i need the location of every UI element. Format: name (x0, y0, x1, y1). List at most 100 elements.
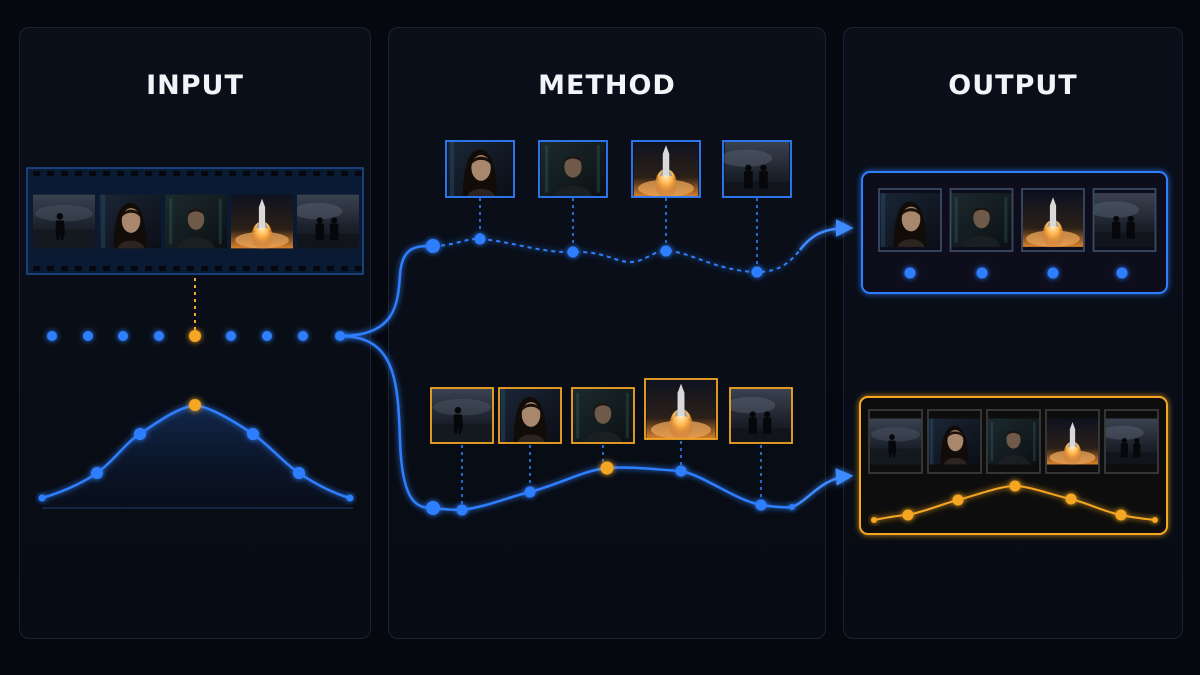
output-top-frame-woman-portrait (878, 188, 942, 252)
sprocket-hole (33, 266, 40, 271)
input-curve (38, 399, 354, 509)
method-top-frame-two-figures (722, 140, 792, 198)
output-bottom-dot (1152, 517, 1158, 523)
sprocket-hole (75, 171, 82, 176)
sprocket-hole (103, 171, 110, 176)
timeline-dot (298, 331, 308, 341)
output-panel: OUTPUT (843, 27, 1183, 639)
method-bottom-frame-rocket-launch (644, 378, 718, 440)
method-top-dot (751, 266, 763, 278)
method-bottom-dot (755, 499, 767, 511)
sprocket-hole (327, 266, 334, 271)
branch-start-dot (426, 501, 440, 515)
sprocket-hole (215, 171, 222, 176)
sprocket-hole (131, 266, 138, 271)
timeline-dot (83, 331, 93, 341)
sprocket-hole (173, 266, 180, 271)
output-bottom-dot (902, 509, 914, 521)
sprocket-hole (355, 266, 362, 271)
sprocket-hole (89, 266, 96, 271)
timeline-dot (226, 331, 236, 341)
output-bottom-dot (1065, 493, 1077, 505)
branch-start-dot (426, 239, 440, 253)
sprocket-hole (271, 266, 278, 271)
sprocket-hole (173, 171, 180, 176)
curve-dot (38, 494, 46, 502)
output-top-frame-two-figures (1092, 188, 1157, 252)
output-bottom-frame-man-portrait (986, 409, 1041, 474)
sprocket-hole (103, 266, 110, 271)
method-bottom-dot (524, 486, 536, 498)
method-top-dot (567, 246, 579, 258)
curve-dot (91, 467, 103, 479)
sprocket-hole (47, 171, 54, 176)
method-bottom-dot (456, 504, 468, 516)
method-bottom-frame-two-figures (729, 387, 793, 444)
method-title: METHOD (538, 70, 676, 101)
method-top-branch (426, 140, 854, 278)
curve-dot (247, 428, 259, 440)
sprocket-hole (47, 266, 54, 271)
output-bottom-frame-rocket-launch (1045, 409, 1100, 474)
sprocket-hole (257, 266, 264, 271)
input-title: INPUT (146, 70, 244, 101)
output-top-frame-rocket-launch (1021, 188, 1085, 252)
output-bottom-frame-two-figures (1104, 409, 1159, 474)
curve-dot (293, 467, 305, 479)
method-top-frame-rocket-launch (631, 140, 701, 198)
output-bottom-box (859, 396, 1168, 535)
film-frame-woman-portrait (99, 194, 161, 249)
output-bottom-frame-woman-portrait (927, 409, 982, 474)
curve-dot (346, 494, 354, 502)
curve-peak-dot (189, 399, 201, 411)
output-top-dot (1116, 267, 1128, 279)
sprocket-hole (285, 266, 292, 271)
timeline-dot (118, 331, 128, 341)
sprocket-hole (187, 266, 194, 271)
sprocket-hole (159, 266, 166, 271)
film-frame-astronaut-figure (33, 194, 95, 249)
sprocket-hole (75, 266, 82, 271)
output-top-box (861, 171, 1168, 294)
output-bottom-dot (1115, 509, 1127, 521)
sprocket-hole (117, 171, 124, 176)
film-frame-rocket-launch (231, 194, 293, 251)
film-frame-two-figures (297, 194, 359, 249)
output-top-frame-man-portrait (949, 188, 1014, 252)
branch-top (339, 244, 434, 338)
sprocket-hole (243, 266, 250, 271)
method-top-dot (474, 233, 486, 245)
sprocket-hole (341, 266, 348, 271)
method-bottom-dot-highlighted (600, 461, 614, 475)
method-bottom-branch (426, 378, 854, 516)
sprocket-hole (285, 171, 292, 176)
sprocket-hole (117, 266, 124, 271)
sprocket-hole (33, 171, 40, 176)
method-top-dot (660, 245, 672, 257)
sprocket-hole (271, 171, 278, 176)
sprocket-hole (341, 171, 348, 176)
sprocket-hole (229, 171, 236, 176)
method-bottom-dot (789, 504, 795, 510)
branch-bottom (339, 334, 434, 510)
sprocket-hole (299, 266, 306, 271)
sprocket-hole (89, 171, 96, 176)
film-strip (26, 167, 364, 275)
method-bottom-frame-man-portrait (571, 387, 635, 444)
film-frame-man-portrait (165, 194, 227, 249)
sprocket-hole (61, 266, 68, 271)
method-bottom-frame-astronaut-figure (430, 387, 494, 444)
sprocket-hole (229, 266, 236, 271)
output-bottom-dot (1009, 480, 1021, 492)
output-title: OUTPUT (948, 70, 1078, 101)
sprocket-hole (215, 266, 222, 271)
output-top-dot (1047, 267, 1059, 279)
method-bottom-dot (675, 465, 687, 477)
method-bottom-frame-woman-portrait (498, 387, 562, 444)
sprocket-hole (355, 171, 362, 176)
sprocket-hole (299, 171, 306, 176)
sprocket-hole (159, 171, 166, 176)
output-bottom-frame-astronaut-figure (868, 409, 923, 474)
sprocket-hole (327, 171, 334, 176)
